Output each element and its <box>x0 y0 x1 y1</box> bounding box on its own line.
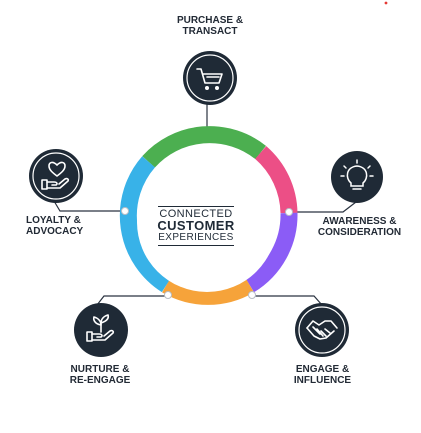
node-nurture <box>164 291 172 299</box>
label-engage-line1: ENGAGE & <box>295 364 350 375</box>
label-awareness-line1: AWARENESS & <box>322 216 397 227</box>
ring-segment-nurture <box>162 277 254 305</box>
ring-segment-purchase <box>142 126 266 168</box>
connector-lines <box>53 103 357 306</box>
ring-segment-awareness <box>254 146 298 214</box>
connector-awareness <box>292 201 357 213</box>
label-loyalty-line1: LOYALTY & <box>26 215 81 226</box>
label-purchase-line2: TRANSACT <box>182 26 238 37</box>
node-awareness <box>285 208 293 216</box>
heart-hand-icon <box>29 149 83 203</box>
label-nurture-line1: NURTURE & <box>70 364 130 375</box>
label-awareness: AWARENESS & CONSIDERATION <box>302 216 417 238</box>
label-loyalty-line2: ADVOCACY <box>26 226 84 237</box>
lightbulb-icon <box>331 151 383 203</box>
seedling-hand-icon <box>74 303 128 357</box>
label-nurture: NURTURE & RE-ENGAGE <box>55 364 145 386</box>
connector-nurture <box>96 295 168 306</box>
center-title: CONNECTED CUSTOMER EXPERIENCES <box>140 204 252 248</box>
connector-loyalty <box>53 200 124 212</box>
center-title-rule-bottom <box>158 245 234 246</box>
label-purchase: PURCHASE & TRANSACT <box>160 15 260 37</box>
node-loyalty <box>121 207 129 215</box>
center-title-line3: EXPERIENCES <box>158 232 234 243</box>
handshake-icon <box>295 303 349 357</box>
label-engage: ENGAGE & INFLUENCE <box>280 364 365 386</box>
center-title-line1: CONNECTED <box>159 208 233 220</box>
center-title-rule-top <box>158 206 234 207</box>
label-purchase-line1: PURCHASE & <box>176 15 244 26</box>
label-engage-line2: INFLUENCE <box>293 375 352 386</box>
ring <box>119 126 298 305</box>
center-title-line2: CUSTOMER <box>157 218 235 233</box>
label-loyalty: LOYALTY & ADVOCACY <box>26 215 106 237</box>
ring-segment-engage <box>244 212 298 293</box>
label-awareness-line2: CONSIDERATION <box>317 227 402 238</box>
accent-dot <box>384 1 388 5</box>
label-nurture-line2: RE-ENGAGE <box>69 375 131 386</box>
connector-engage <box>252 295 323 306</box>
node-engage <box>248 291 256 299</box>
ring-segment-loyalty <box>119 156 172 293</box>
ring-nodes <box>121 207 293 299</box>
inner-circle <box>137 152 277 292</box>
shopping-cart-icon <box>183 51 237 105</box>
